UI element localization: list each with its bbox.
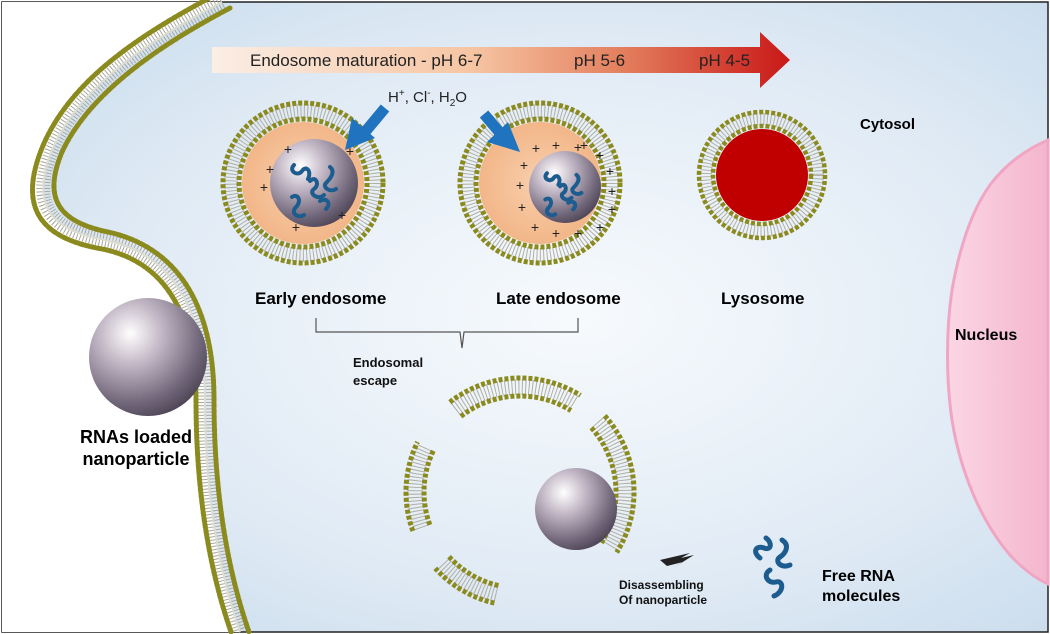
positive-charge: +: [580, 137, 588, 153]
positive-charge: +: [260, 179, 268, 195]
membrane-fragment: [403, 440, 420, 532]
late-endosome: [457, 100, 623, 266]
positive-charge: +: [346, 143, 354, 159]
positive-charge: +: [532, 140, 540, 156]
positive-charge: +: [338, 207, 346, 223]
membrane-fragment: [407, 442, 433, 531]
rna-strand-icon: [323, 165, 338, 193]
cytosol-label: Cytosol: [860, 116, 916, 133]
positive-charge: +: [284, 141, 292, 157]
membrane-fragment: [421, 448, 436, 526]
early-endosome-label: Early endosome: [255, 289, 387, 308]
ruptured-endosome: [403, 375, 637, 606]
maturation-arrow: [212, 32, 790, 88]
positive-charge: +: [596, 219, 604, 235]
grouping-brace: [315, 318, 579, 349]
late-endosome-label: Late endosome: [496, 289, 621, 308]
positive-charge: +: [608, 201, 616, 217]
positive-charge: +: [574, 139, 582, 155]
rna-strand-icon: [543, 196, 558, 218]
ion-label: H+, Cl-, H2O: [388, 88, 467, 109]
rna-loaded-nanoparticle: [89, 298, 207, 416]
rna-strand-icon: [308, 177, 326, 200]
disassembling-nanoparticle: [535, 468, 617, 550]
positive-charge: +: [516, 177, 524, 193]
membrane-fragment: [602, 414, 637, 554]
membrane-fragment: [448, 375, 582, 405]
membrane-fragment: [436, 556, 499, 603]
blue-arrow-icon: [479, 110, 520, 152]
rna-strand-icon: [558, 182, 574, 202]
lysosome: [696, 109, 828, 241]
positive-charge: +: [552, 137, 560, 153]
positive-charge: +: [574, 225, 582, 241]
blue-arrow-icon: [345, 104, 390, 150]
positive-charge: +: [608, 183, 616, 199]
rna-strand-icon: [570, 172, 584, 196]
rna-strand-icon: [318, 197, 331, 211]
rna-strand-icon: [753, 535, 793, 599]
positive-charge: +: [292, 219, 300, 235]
ph-5-6-label: pH 5-6: [574, 51, 626, 70]
rna-strand-icon: [543, 171, 562, 187]
rna-strand-icon: [290, 163, 312, 181]
membrane-fragment: [433, 566, 495, 606]
nucleus-label: Nucleus: [955, 327, 1018, 344]
lysosome-label: Lysosome: [721, 289, 805, 308]
positive-charge: +: [520, 157, 528, 173]
positive-charge: +: [531, 219, 539, 235]
early-endosome: [220, 100, 386, 266]
nucleus: [946, 137, 1050, 587]
positive-charge: +: [596, 147, 604, 163]
rna-strand-icon: [290, 194, 306, 219]
positive-charge: +: [552, 225, 560, 241]
maturation-label: Endosome maturation - pH 6-7: [250, 51, 483, 70]
rna-strand-icon: [566, 199, 578, 212]
positive-charge: +: [266, 161, 274, 177]
ph-4-5-label: pH 4-5: [699, 51, 751, 70]
membrane-fragment: [459, 393, 573, 419]
positive-charge: +: [606, 163, 614, 179]
positive-charge: +: [518, 199, 526, 215]
lightning-icon: [660, 553, 694, 568]
